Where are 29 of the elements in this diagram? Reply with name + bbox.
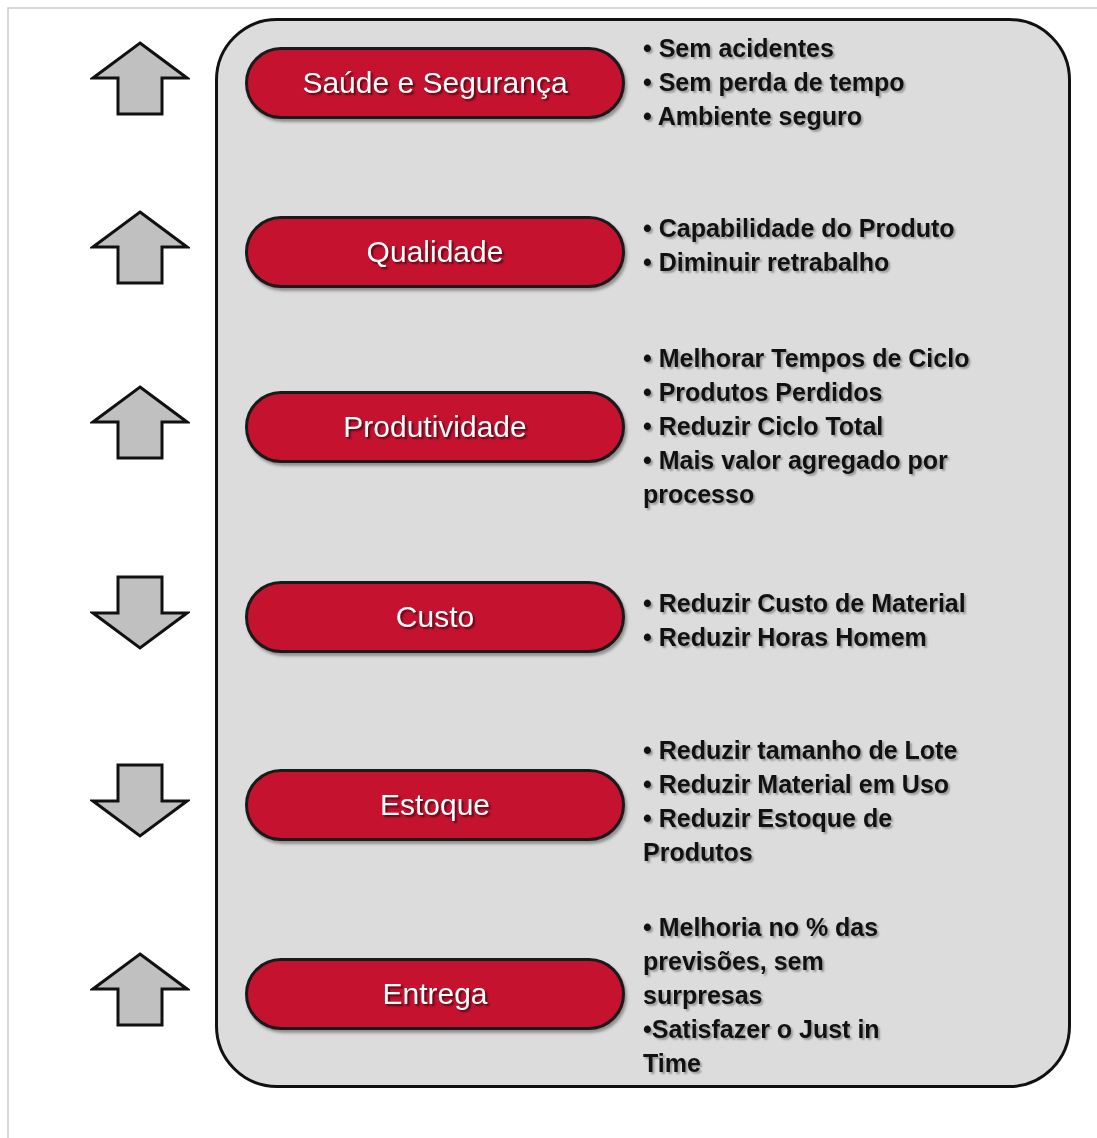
- bullet-item: • Melhoria no % das previsões, sem surpresas: [643, 912, 880, 1011]
- category-pill: [245, 581, 625, 653]
- category-label: Produtividade: [343, 410, 527, 444]
- bullet-item: • Ambiente seguro: [643, 101, 863, 132]
- category-label: Saúde e Segurança: [302, 66, 568, 100]
- bullet-item: • Melhorar Tempos de Ciclo: [643, 343, 971, 374]
- bullet-item: •Satisfazer o Just in Time: [643, 1014, 881, 1079]
- category-label: Estoque: [379, 788, 491, 822]
- bullet-item: • Reduzir Horas Homem: [643, 622, 928, 653]
- category-label: Entrega: [382, 977, 488, 1011]
- bullet-item: • Sem perda de tempo: [643, 67, 906, 98]
- bullet-item: • Diminuir retrabalho: [643, 247, 891, 278]
- bullet-item: • Reduzir Ciclo Total: [643, 411, 885, 442]
- bullet-item: • Capabilidade do Produto: [643, 213, 956, 244]
- bullet-item: • Produtos Perdidos: [643, 377, 884, 408]
- bullet-item: • Reduzir Custo de Material: [643, 588, 967, 619]
- category-pill: [245, 769, 625, 841]
- bullet-item: • Reduzir Estoque de Produtos: [643, 803, 894, 868]
- bullet-item: • Sem acidentes: [643, 33, 835, 64]
- category-label: Custo: [395, 600, 475, 634]
- category-pill: [245, 391, 625, 463]
- category-label: Qualidade: [366, 235, 504, 269]
- panel-background: [215, 18, 1071, 1088]
- category-pill: [245, 958, 625, 1030]
- bullet-item: • Mais valor agregado por processo: [643, 445, 949, 510]
- bullet-item: • Reduzir Material em Uso: [643, 769, 951, 800]
- category-pill: [245, 216, 625, 288]
- bullet-item: • Reduzir tamanho de Lote: [643, 735, 959, 766]
- category-pill: [245, 47, 625, 119]
